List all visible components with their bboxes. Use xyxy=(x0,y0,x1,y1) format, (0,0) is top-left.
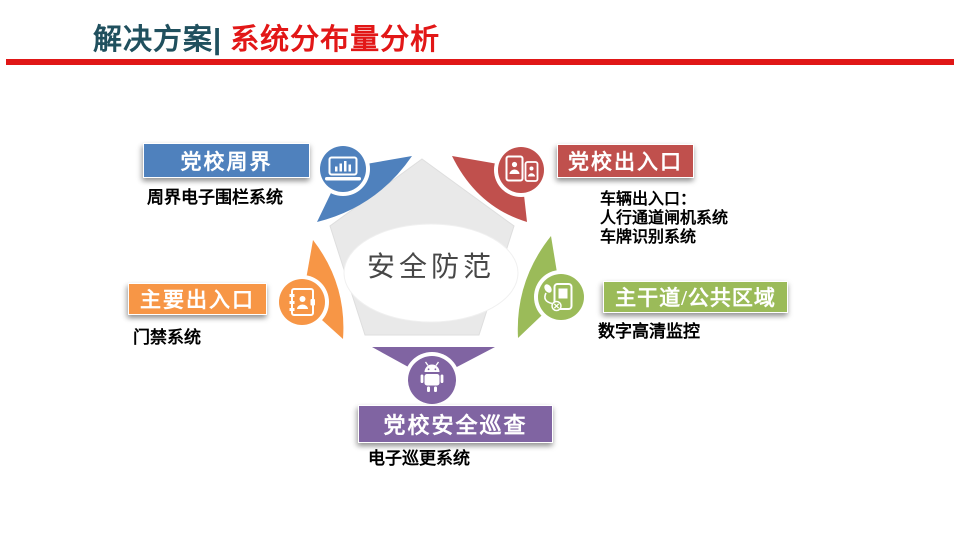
wedge-party-school-perimeter xyxy=(317,156,412,222)
desc-line: 周界电子围栏系统 xyxy=(147,188,283,207)
desc-line: 电子巡更系统 xyxy=(368,449,470,468)
page-title: 解决方案|系统分布量分析 xyxy=(93,16,440,58)
label-box-party-school-perimeter: 党校周界 xyxy=(143,143,310,178)
label-security-patrol: 党校安全巡查 xyxy=(383,413,528,438)
label-party-school-perimeter: 党校周界 xyxy=(180,149,273,174)
center-label: 安全防范 xyxy=(366,252,495,283)
desc-party-school-gate: 车辆出入口： 人行通道闸机系统 车牌识别系统 xyxy=(600,191,728,248)
id-badge-icon xyxy=(494,143,548,197)
pentagon-inner-ellipse xyxy=(343,223,519,323)
desc-line: 车辆出入口： xyxy=(600,191,697,208)
android-robot-icon xyxy=(404,352,460,408)
label-main-road-public-area: 主干道/公共区域 xyxy=(615,286,776,310)
desc-line: 车牌识别系统 xyxy=(600,229,697,246)
intercom-icon xyxy=(534,270,588,324)
desc-party-school-perimeter: 周界电子围栏系统 xyxy=(147,189,283,208)
label-box-security-patrol: 党校安全巡查 xyxy=(358,405,553,443)
label-box-party-school-gate: 党校出入口 xyxy=(557,144,694,178)
desc-line: 数字高清监控 xyxy=(598,322,700,341)
contact-book-icon xyxy=(275,275,329,329)
desc-main-road-public-area: 数字高清监控 xyxy=(598,323,700,342)
label-box-main-road-public-area: 主干道/公共区域 xyxy=(603,281,788,313)
desc-line: 门禁系统 xyxy=(133,328,201,347)
page-title-prefix: 解决方案| xyxy=(93,24,223,56)
label-party-school-gate: 党校出入口 xyxy=(568,150,683,174)
desc-security-patrol: 电子巡更系统 xyxy=(368,450,470,469)
desc-main-gate: 门禁系统 xyxy=(133,329,201,348)
title-underline-rule xyxy=(6,59,954,65)
label-main-gate: 主要出入口 xyxy=(140,288,255,312)
page-title-main: 系统分布量分析 xyxy=(230,24,441,56)
desc-line: 人行通道闸机系统 xyxy=(600,210,729,227)
laptop-chart-icon xyxy=(316,142,370,196)
label-box-main-gate: 主要出入口 xyxy=(128,283,267,315)
